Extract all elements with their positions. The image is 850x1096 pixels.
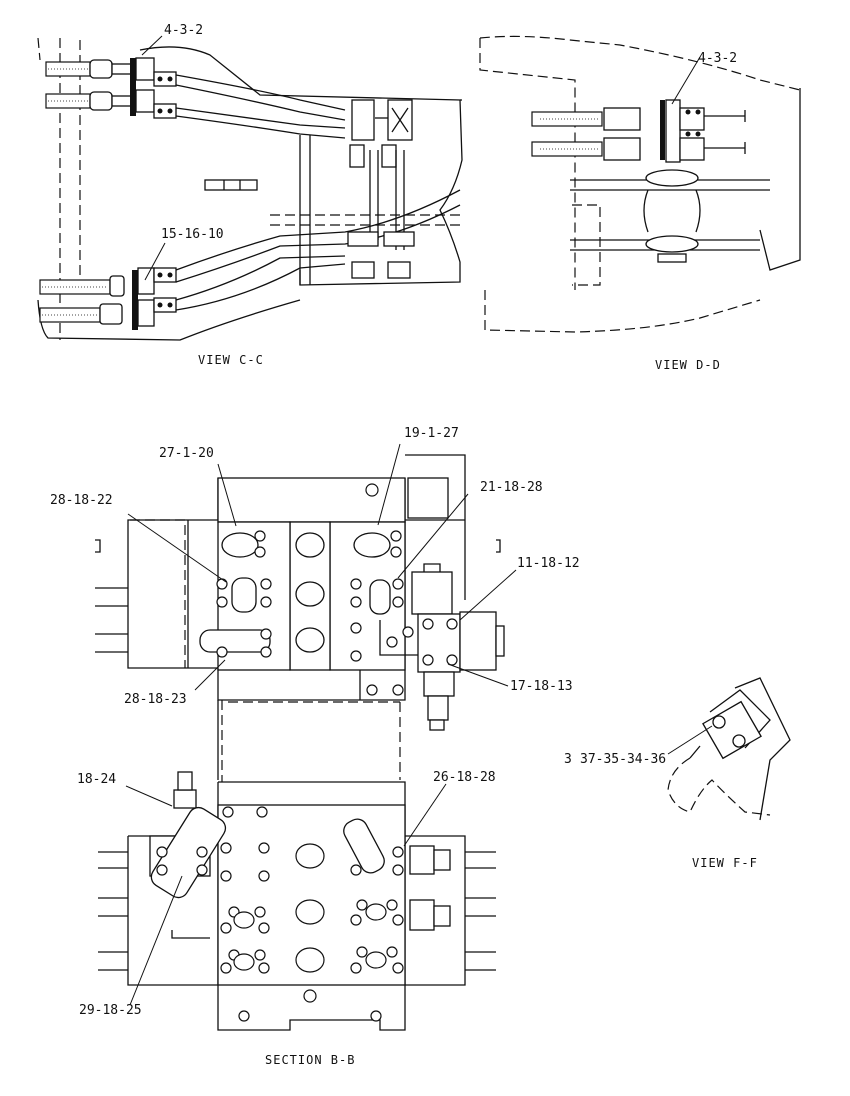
- callout-28-18-23: 28-18-23: [124, 692, 187, 707]
- callout-3: 3: [564, 752, 572, 767]
- caption-view-d-d: VIEW D-D: [655, 358, 721, 372]
- callout-11-18-12: 11-18-12: [517, 556, 580, 571]
- callout-view-c-15-16-10: 15-16-10: [161, 227, 224, 242]
- view-f-f: 3 37-35-34-36 VIEW F-F: [564, 677, 791, 870]
- section-b-b: 27-1-20 19-1-27 28-18-22 21-18-28 11-18-…: [50, 426, 580, 1067]
- caption-section-b-b: SECTION B-B: [265, 1053, 355, 1067]
- callout-28-18-22: 28-18-22: [50, 493, 113, 508]
- callout-view-c-4-3-2: 4-3-2: [164, 23, 203, 38]
- callout-29-18-25: 29-18-25: [79, 1003, 142, 1018]
- caption-view-c-c: VIEW C-C: [198, 353, 264, 367]
- callout-17-18-13: 17-18-13: [510, 679, 573, 694]
- callout-21-18-28: 21-18-28: [480, 480, 543, 495]
- view-c-c: 4-3-2 15-16-10 VIEW C-C: [37, 23, 463, 367]
- callout-26-18-28: 26-18-28: [433, 770, 496, 785]
- callout-19-1-27: 19-1-27: [404, 426, 459, 441]
- callout-27-1-20: 27-1-20: [159, 446, 214, 461]
- view-d-d: 4-3-2 VIEW D-D: [479, 35, 801, 372]
- caption-view-f-f: VIEW F-F: [692, 856, 758, 870]
- callout-37-35-34-36: 37-35-34-36: [580, 752, 666, 767]
- callout-view-d-4-3-2: 4-3-2: [698, 51, 737, 66]
- callout-18-24: 18-24: [77, 772, 116, 787]
